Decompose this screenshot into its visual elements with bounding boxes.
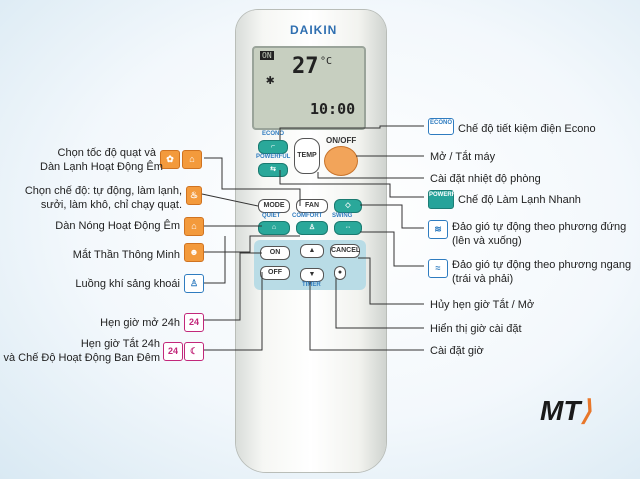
mode-icon: ♨ — [186, 186, 202, 205]
quiet-fan-icon: ⌂ — [182, 150, 202, 169]
label-cancel: Hủy hẹn giờ Tắt / Mở — [430, 299, 535, 311]
econo-label: ECONO — [262, 131, 285, 137]
clock-button[interactable]: ● — [334, 266, 346, 280]
label-econo: Chế độ tiết kiệm điện Econo — [458, 123, 596, 135]
lcd-temp: 27 — [292, 54, 319, 79]
outdoor-quiet-icon: ⌂ — [184, 217, 204, 236]
timer-down-button[interactable]: ▼ — [300, 268, 324, 282]
swing-label: SWING — [332, 213, 353, 219]
swing-vertical-button[interactable]: ◇ — [334, 199, 362, 213]
vertical-swing-icon: ≋ — [428, 220, 448, 239]
on-timer-24h-icon: 24 — [184, 313, 204, 332]
horizontal-swing-icon: ≈ — [428, 259, 448, 278]
quiet-label: QUIET — [262, 213, 281, 219]
label-intelligent-eye: Mắt Thần Thông Minh — [72, 249, 180, 261]
lcd-screen: ON 27 °C ✱ 10:00 — [252, 46, 366, 130]
lcd-on: ON — [260, 51, 274, 60]
cancel-button[interactable]: CANCEL — [330, 244, 360, 258]
onoff-label: ON/OFF — [326, 136, 357, 145]
lcd-unit: °C — [320, 56, 333, 67]
comfort-airflow-icon: ♙ — [184, 274, 204, 293]
night-mode-icon: ☾ — [184, 342, 204, 361]
label-set-time: Cài đặt giờ — [430, 345, 484, 357]
label-onoff: Mở / Tắt máy — [430, 151, 496, 163]
temp-button[interactable]: TEMP — [294, 138, 320, 174]
mt-logo: MT⟩ — [540, 395, 592, 426]
comfort-label: COMFORT — [292, 213, 323, 219]
onoff-button[interactable] — [324, 146, 358, 176]
mode-button[interactable]: MODE — [258, 199, 290, 213]
label-show-time: Hiển thị giờ cài đặt — [430, 323, 522, 335]
label-powerful: Chế độ Làm Lạnh Nhanh — [458, 194, 581, 206]
fan-speed-icon: ✿ — [160, 150, 180, 169]
off-timer-24h-icon: 24 — [163, 342, 183, 361]
label-horizontal-swing: Đảo gió tự động theo phương ngang(trái v… — [452, 259, 632, 285]
powerful-icon: POWERFUL — [428, 190, 463, 209]
snowflake-icon: ✱ — [266, 72, 275, 88]
label-temp: Cài đặt nhiệt độ phòng — [430, 173, 541, 185]
swing-horizontal-button[interactable]: ⇔ — [334, 221, 362, 235]
label-mode: Chọn chế độ: tự động, làm lạnh,sưởi, làm… — [24, 185, 182, 211]
timer-up-button[interactable]: ▲ — [300, 244, 324, 258]
comfort-button[interactable]: ♙ — [296, 221, 328, 235]
quiet-button[interactable]: ⌂ — [258, 221, 290, 235]
brand-logo: DAIKIN — [290, 23, 338, 37]
label-outdoor-quiet: Dàn Nóng Hoạt Động Êm — [55, 220, 180, 232]
intelligent-eye-icon: ☻ — [184, 243, 204, 262]
lcd-clock: 10:00 — [310, 100, 356, 118]
powerful-label: POWERFUL — [256, 154, 291, 160]
timer-label: TIMER — [302, 282, 321, 288]
off-timer-button[interactable]: OFF — [260, 266, 290, 280]
logo-swoosh-icon: ⟩ — [580, 395, 592, 426]
econo-button[interactable]: ⌐ — [258, 140, 288, 154]
label-on-timer: Hẹn giờ mở 24h — [100, 317, 180, 329]
fan-button[interactable]: FAN — [296, 199, 328, 213]
label-comfort-airflow: Luồng khí sảng khoái — [75, 278, 180, 290]
econo-icon: ECONO — [428, 118, 454, 135]
label-vertical-swing: Đảo gió tự động theo phương đứng(lên và … — [452, 221, 627, 247]
